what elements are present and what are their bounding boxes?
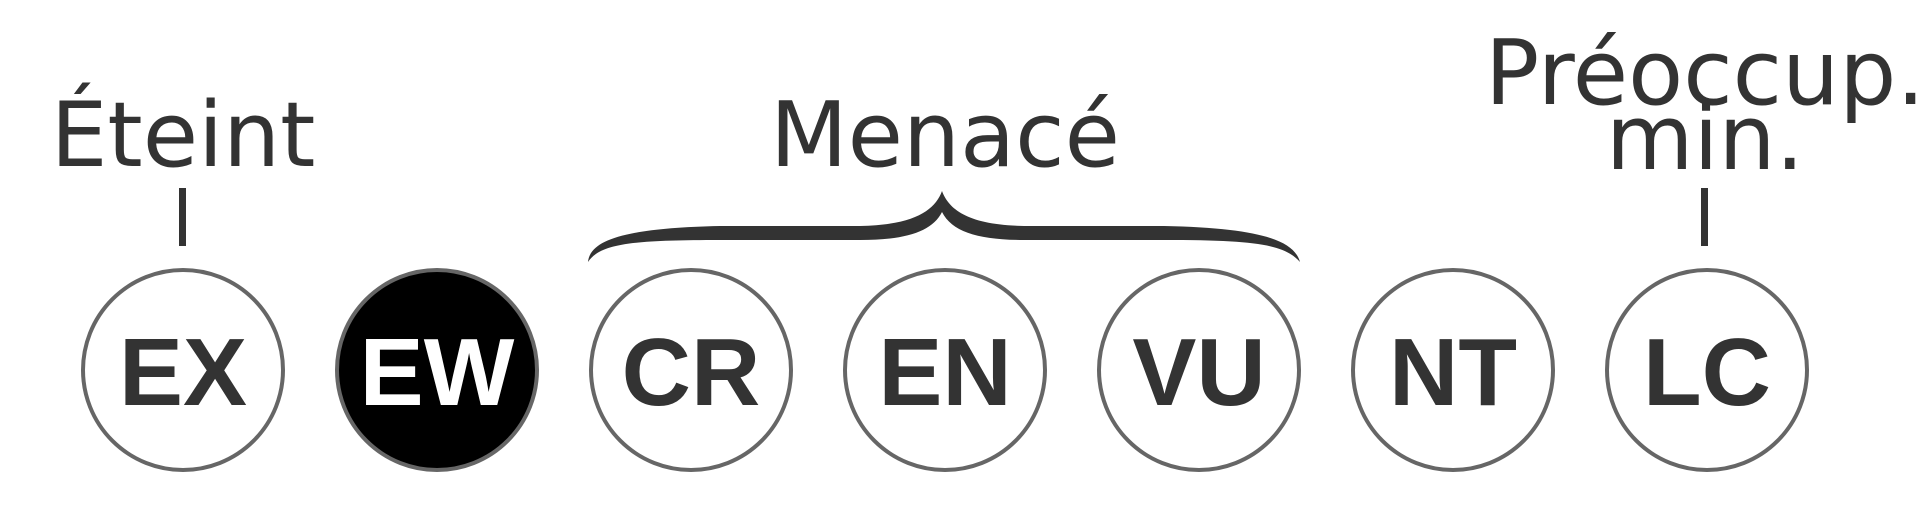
category-circle xyxy=(1605,268,1809,472)
category-nt: NT xyxy=(1351,268,1555,472)
category-vu: VU xyxy=(1097,268,1301,472)
category-code: EN xyxy=(878,319,1011,426)
category-code: CR xyxy=(622,319,761,426)
category-code: VU xyxy=(1132,319,1265,426)
category-ex: EX xyxy=(81,268,285,472)
category-lc: LC xyxy=(1605,268,1809,472)
category-code: NT xyxy=(1389,319,1517,426)
category-circle xyxy=(1351,268,1555,472)
category-code: EX xyxy=(119,319,247,426)
category-circle xyxy=(589,268,793,472)
extinct-connector xyxy=(179,188,186,246)
category-code: EW xyxy=(360,319,515,426)
label-least-concern-line1: Préoccup. xyxy=(1485,21,1920,126)
category-circles: EX EW CR EN VU NT LC xyxy=(81,268,1809,472)
category-en: EN xyxy=(843,268,1047,472)
least-concern-connector xyxy=(1701,188,1708,246)
category-circle xyxy=(1097,268,1301,472)
category-circle xyxy=(81,268,285,472)
label-threatened: Menacé xyxy=(770,83,1120,188)
category-circle xyxy=(843,268,1047,472)
category-circle xyxy=(335,268,539,472)
category-ew: EW xyxy=(335,268,539,472)
label-least-concern-line2: min. xyxy=(1606,86,1804,191)
category-cr: CR xyxy=(589,268,793,472)
category-code: LC xyxy=(1643,319,1771,426)
label-extinct: Éteint xyxy=(51,81,316,188)
threatened-brace xyxy=(588,191,1300,262)
